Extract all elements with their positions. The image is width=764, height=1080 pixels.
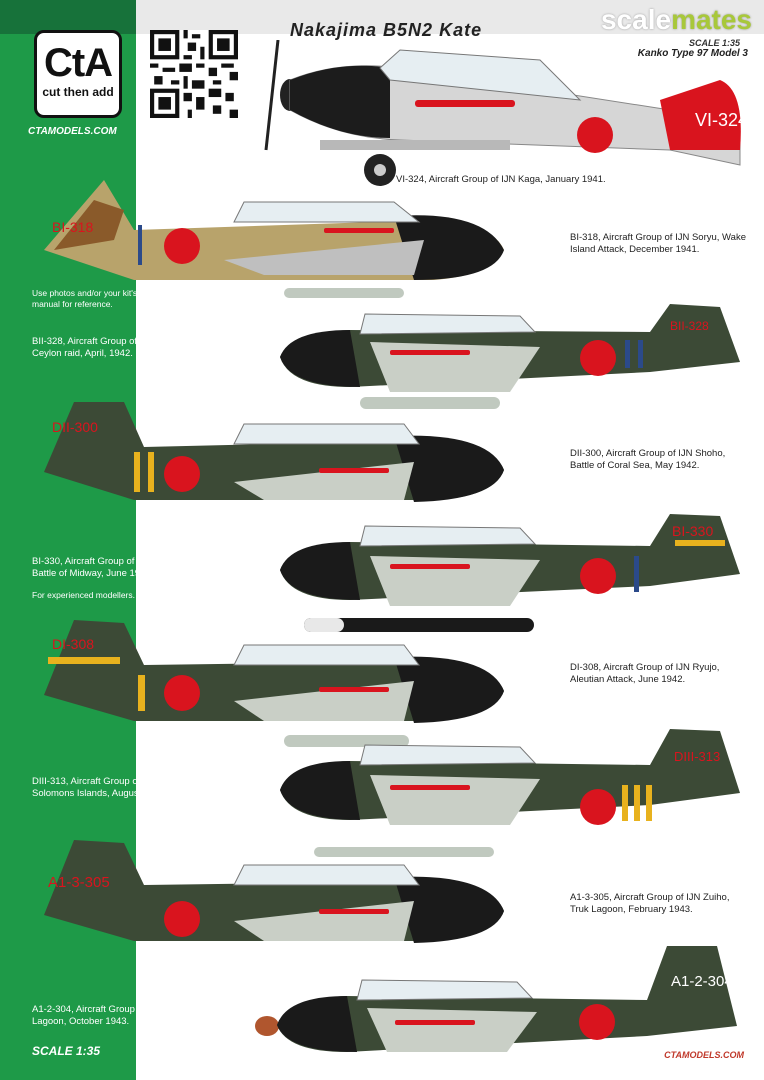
logo-main-text: CtA bbox=[43, 41, 113, 85]
caption-di-308: DI-308, Aircraft Group of IJN Ryujo, Ale… bbox=[570, 662, 720, 685]
aircraft-bi-318-profile: BI-318 bbox=[44, 180, 504, 298]
scale-label-top: SCALE 1:35 bbox=[688, 38, 740, 48]
caption-a1-2-304: A1-2-304, Aircraft Group of IJN Shokaku,… bbox=[32, 1004, 226, 1027]
caption-bi-318: BI-318, Aircraft Group of IJN Soryu, Wak… bbox=[570, 232, 746, 255]
aircraft-code-label: DII-300 bbox=[52, 419, 98, 435]
page-subtitle: Kanko Type 97 Model 3 bbox=[637, 48, 748, 59]
aircraft-code-label: DI-308 bbox=[52, 636, 94, 652]
caption-diii-313: DIII-313, Aircraft Group of IJN Ryujo, B… bbox=[32, 776, 225, 799]
aircraft-code-label: VI-324 bbox=[695, 110, 748, 130]
scale-label-bottom: SCALE 1:35 bbox=[32, 1044, 101, 1058]
caption-a1-3-305: A1-3-305, Aircraft Group of IJN Zuiho, T… bbox=[570, 892, 730, 915]
aircraft-a1-3-305-profile: A1-3-305 bbox=[44, 840, 504, 943]
aircraft-code-label: A1-3-305 bbox=[48, 874, 110, 891]
caption-vi-324: VI-324, Aircraft Group of IJN Kaga, Janu… bbox=[396, 174, 606, 185]
caption-bi-330: BI-330, Aircraft Group of IJN Hiryu, Bat… bbox=[32, 556, 179, 579]
note-photos: Use photos and/or your kit's manual for … bbox=[32, 288, 138, 309]
caption-dii-300: DII-300, Aircraft Group of IJN Shoho, Ba… bbox=[570, 448, 726, 471]
logo-sub-text: cut then add bbox=[42, 85, 114, 99]
top-bar-left bbox=[0, 0, 136, 34]
site-url-top: CTAMODELS.COM bbox=[28, 126, 117, 137]
aircraft-di-308-profile: DI-308 bbox=[44, 620, 504, 747]
cta-logo: CtA cut then add bbox=[34, 30, 122, 118]
aircraft-diii-313-profile: DIII-313 bbox=[280, 729, 740, 857]
scalemates-watermark: scalemates bbox=[600, 4, 752, 35]
caption-bii-328: BII-328, Aircraft Group of IJN Hiryu, Ce… bbox=[32, 336, 182, 359]
aircraft-bi-330-profile: BI-330 bbox=[280, 514, 740, 632]
note-experienced: For experienced modellers. bbox=[32, 590, 135, 600]
aircraft-a1-2-304-profile: A1-2-304 bbox=[255, 946, 737, 1052]
page-title: Nakajima B5N2 Kate bbox=[290, 20, 483, 40]
site-url-bottom: CTAMODELS.COM bbox=[664, 1050, 744, 1060]
aircraft-bii-328-profile: BII-328 bbox=[280, 304, 740, 409]
aircraft-dii-300-profile: DII-300 bbox=[44, 402, 504, 502]
qr-code-icon bbox=[150, 30, 238, 118]
aircraft-vi-324-profile: VI-324 bbox=[264, 40, 748, 186]
aircraft-code-label: BI-318 bbox=[52, 219, 93, 235]
aircraft-code-label: A1-2-304 bbox=[671, 973, 733, 990]
aircraft-code-label: BI-330 bbox=[672, 523, 713, 539]
aircraft-code-label: DIII-313 bbox=[674, 749, 720, 764]
aircraft-code-label: BII-328 bbox=[670, 319, 709, 333]
